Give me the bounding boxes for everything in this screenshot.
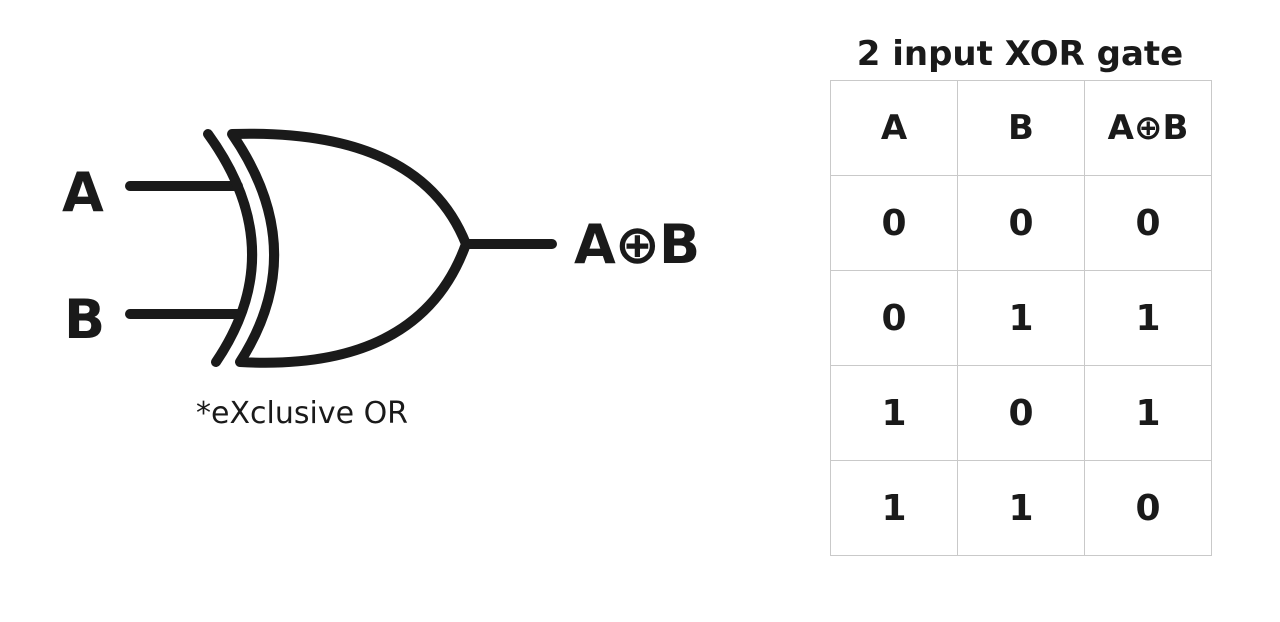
xor-back-arc	[203, 129, 258, 367]
xor-gate-symbol	[125, 128, 557, 368]
table-cell: 1	[1084, 270, 1212, 366]
table-header-row: A B A⊕B	[830, 80, 1212, 176]
output-label: A⊕B	[574, 213, 700, 276]
input-a-label: A	[62, 161, 104, 224]
input-b-label: B	[64, 288, 106, 351]
table-cell: 1	[957, 460, 1085, 556]
table-cell: 0	[830, 175, 958, 271]
table-row: 0 1 1	[830, 270, 1212, 366]
table-cell: 1	[830, 460, 958, 556]
gate-caption: *eXclusive OR	[196, 396, 409, 431]
table-row: 0 0 0	[830, 175, 1212, 271]
table-cell: 0	[1084, 175, 1212, 271]
or-gate-body	[227, 128, 471, 368]
table-cell: 0	[957, 365, 1085, 461]
table-cell: 1	[1084, 365, 1212, 461]
table-cell: 0	[957, 175, 1085, 271]
table-row: 1 1 0	[830, 460, 1212, 556]
table-cell: 0	[830, 270, 958, 366]
table-cell: 1	[830, 365, 958, 461]
header-output: A⊕B	[1084, 80, 1212, 176]
header-b: B	[957, 80, 1085, 176]
truth-table: A B A⊕B 0 0 0 0 1 1 1 0 1 1 1	[830, 80, 1212, 556]
table-cell: 0	[1084, 460, 1212, 556]
truth-table-title: 2 input XOR gate	[856, 34, 1184, 74]
table-row: 1 0 1	[830, 365, 1212, 461]
table-cell: 1	[957, 270, 1085, 366]
header-a: A	[830, 80, 958, 176]
